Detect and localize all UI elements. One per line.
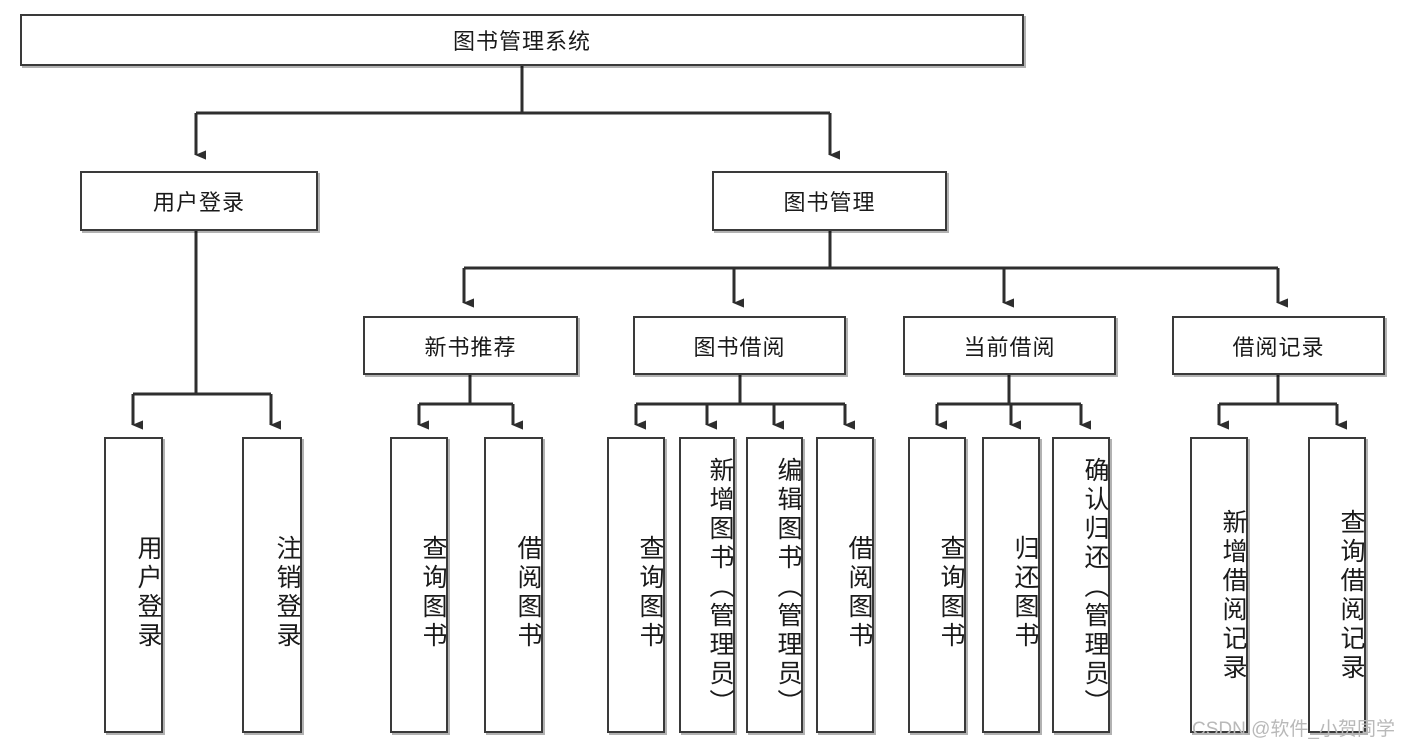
node-label: 图书管理 xyxy=(783,190,876,215)
node-label: 查询借阅记录 xyxy=(1337,509,1365,683)
node-label: 借阅图书 xyxy=(514,535,542,651)
node-leaf-query-book-1[interactable]: 查询图书 xyxy=(390,437,448,733)
node-leaf-borrow-book-2[interactable]: 借阅图书 xyxy=(816,437,874,733)
node-root-book-management-system[interactable]: 图书管理系统 xyxy=(20,14,1024,66)
node-leaf-add-book[interactable]: 新增图书（管理员） xyxy=(679,437,735,733)
node-leaf-user-login[interactable]: 用户登录 xyxy=(104,437,163,733)
node-leaf-add-borrow-record[interactable]: 新增借阅记录 xyxy=(1190,437,1248,733)
node-new-book-recommend[interactable]: 新书推荐 xyxy=(363,316,578,375)
node-leaf-query-book-3[interactable]: 查询图书 xyxy=(908,437,966,733)
csdn-watermark: CSDN @软件_小贺同学 xyxy=(1192,719,1395,740)
node-leaf-confirm-return[interactable]: 确认归还（管理员） xyxy=(1052,437,1110,733)
node-label: 新书推荐 xyxy=(424,334,517,360)
node-label: 新增借阅记录 xyxy=(1219,509,1247,683)
node-book-borrow[interactable]: 图书借阅 xyxy=(633,316,846,375)
node-leaf-user-logout[interactable]: 注销登录 xyxy=(242,437,302,733)
node-label: 图书管理系统 xyxy=(452,29,591,54)
node-leaf-query-book-2[interactable]: 查询图书 xyxy=(607,437,665,733)
node-leaf-borrow-book-1[interactable]: 借阅图书 xyxy=(484,437,543,733)
node-label: 归还图书 xyxy=(1011,535,1039,651)
node-label: 新增图书（管理员） xyxy=(706,456,734,718)
node-current-borrow[interactable]: 当前借阅 xyxy=(903,316,1116,375)
node-label: 查询图书 xyxy=(937,535,965,651)
node-user-login[interactable]: 用户登录 xyxy=(80,171,318,231)
node-label: 用户登录 xyxy=(134,535,162,651)
node-borrow-record[interactable]: 借阅记录 xyxy=(1172,316,1385,375)
node-leaf-return-book[interactable]: 归还图书 xyxy=(982,437,1040,733)
node-label: 借阅记录 xyxy=(1232,334,1325,360)
node-label: 查询图书 xyxy=(636,535,664,651)
node-leaf-edit-book[interactable]: 编辑图书（管理员） xyxy=(746,437,803,733)
node-label: 查询图书 xyxy=(419,535,447,651)
node-label: 确认归还（管理员） xyxy=(1081,456,1109,718)
node-book-management[interactable]: 图书管理 xyxy=(712,171,947,231)
node-label: 当前借阅 xyxy=(963,334,1056,360)
node-label: 注销登录 xyxy=(273,535,301,651)
node-label: 借阅图书 xyxy=(845,535,873,651)
node-label: 编辑图书（管理员） xyxy=(774,456,802,718)
node-label: 用户登录 xyxy=(152,190,245,215)
node-label: 图书借阅 xyxy=(693,334,786,360)
node-leaf-query-borrow-record[interactable]: 查询借阅记录 xyxy=(1308,437,1366,733)
